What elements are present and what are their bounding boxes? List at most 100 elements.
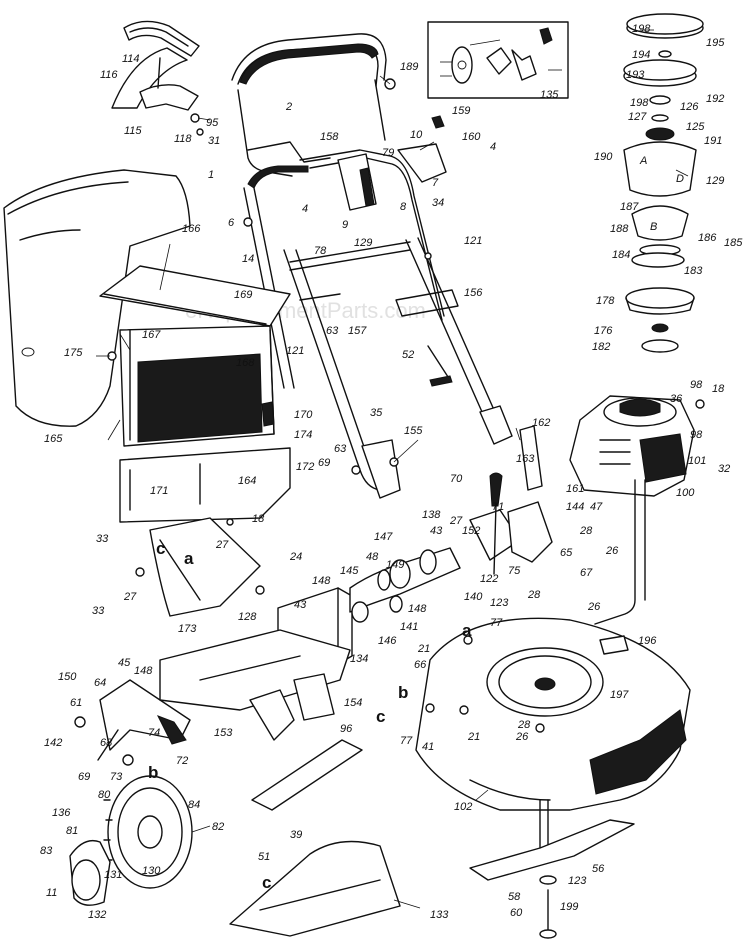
part-label-171: 171 <box>150 485 168 497</box>
part-label-155: 155 <box>404 425 423 437</box>
part-label-36: 36 <box>670 393 683 405</box>
part-label-172: 172 <box>296 461 314 473</box>
part-label-118: 118 <box>174 133 192 145</box>
part-label-98: 98 <box>690 379 703 391</box>
part-label-58: 58 <box>508 891 521 903</box>
part-label-128: 128 <box>238 611 257 623</box>
part-label-168: 168 <box>236 357 255 369</box>
part-label-164: 164 <box>238 475 256 487</box>
part-label-6: 6 <box>228 217 235 229</box>
svg-text:A: A <box>639 155 647 167</box>
part-label-69: 69 <box>78 771 90 783</box>
part-label-178: 178 <box>596 295 615 307</box>
part-label-160: 160 <box>462 131 481 143</box>
part-label-35: 35 <box>370 407 383 419</box>
part-label-26: 26 <box>515 731 529 743</box>
part-label-100: 100 <box>676 487 695 499</box>
part-label-4: 4 <box>490 141 496 153</box>
part-label-34: 34 <box>432 197 444 209</box>
svg-text:D: D <box>676 173 684 185</box>
rear-wheel <box>69 775 193 906</box>
part-label-148: 148 <box>408 603 427 615</box>
part-label-150: 150 <box>58 671 77 683</box>
part-label-101: 101 <box>688 455 706 467</box>
part-label-190: 190 <box>594 151 613 163</box>
part-label-96: 96 <box>340 723 353 735</box>
part-label-123: 123 <box>568 875 587 887</box>
part-label-26: 26 <box>605 545 619 557</box>
part-label-33: 33 <box>92 605 105 617</box>
part-label-191: 191 <box>704 135 722 147</box>
chute-and-skirts <box>159 629 401 937</box>
leader-lines <box>96 29 689 909</box>
part-label-176: 176 <box>594 325 613 337</box>
part-label-116: 116 <box>100 69 118 81</box>
part-label-184: 184 <box>612 249 630 261</box>
part-label-18: 18 <box>712 383 725 395</box>
part-label-170: 170 <box>294 409 313 421</box>
part-label-196: 196 <box>638 635 657 647</box>
part-label-129: 129 <box>354 237 372 249</box>
part-label-187: 187 <box>620 201 639 213</box>
part-label-9: 9 <box>342 219 348 231</box>
part-label-185: 185 <box>724 237 743 249</box>
part-label-148: 148 <box>134 665 153 677</box>
part-label-43: 43 <box>430 525 443 537</box>
part-label-47: 47 <box>590 501 603 513</box>
part-label-186: 186 <box>698 232 717 244</box>
part-label-61: 61 <box>70 697 82 709</box>
part-label-194: 194 <box>632 49 650 61</box>
inset-box-135 <box>427 21 569 99</box>
part-label-33: 33 <box>96 533 109 545</box>
part-label-115: 115 <box>124 125 142 137</box>
part-label-197: 197 <box>610 689 629 701</box>
part-label-122: 122 <box>480 573 498 585</box>
callout-letter-b: b <box>148 763 158 782</box>
part-label-123: 123 <box>490 597 509 609</box>
part-label-60: 60 <box>510 907 523 919</box>
part-label-31: 31 <box>208 135 220 147</box>
part-label-173: 173 <box>178 623 197 635</box>
part-label-133: 133 <box>430 909 449 921</box>
middle-handle <box>243 115 447 389</box>
part-label-140: 140 <box>464 591 483 603</box>
part-label-121: 121 <box>464 235 482 247</box>
part-label-193: 193 <box>626 69 645 81</box>
part-label-66: 66 <box>414 659 427 671</box>
part-label-69: 69 <box>318 457 330 469</box>
part-label-72: 72 <box>176 755 188 767</box>
part-label-131: 131 <box>104 869 122 881</box>
part-label-121: 121 <box>286 345 304 357</box>
part-label-11: 11 <box>46 887 57 899</box>
part-label-74: 74 <box>148 727 160 739</box>
part-label-175: 175 <box>64 347 83 359</box>
part-label-52: 52 <box>402 349 414 361</box>
part-label-48: 48 <box>366 551 379 563</box>
part-label-158: 158 <box>320 131 339 143</box>
part-label-148: 148 <box>312 575 331 587</box>
part-label-68: 68 <box>100 737 113 749</box>
part-label-169: 169 <box>234 289 252 301</box>
part-label-2: 2 <box>285 101 292 113</box>
part-label-189: 189 <box>400 61 418 73</box>
part-label-64: 64 <box>94 677 106 689</box>
part-label-27: 27 <box>215 539 229 551</box>
blade-adapter-stack: A D B <box>623 13 704 353</box>
part-label-21: 21 <box>417 643 430 655</box>
part-label-81: 81 <box>66 825 78 837</box>
engine <box>569 395 695 625</box>
callout-letter-a: a <box>184 549 194 568</box>
part-label-73: 73 <box>110 771 123 783</box>
part-label-26: 26 <box>587 601 601 613</box>
part-label-156: 156 <box>464 287 483 299</box>
part-label-154: 154 <box>344 697 362 709</box>
part-label-130: 130 <box>142 865 161 877</box>
part-label-114: 114 <box>122 53 140 65</box>
part-label-27: 27 <box>449 515 463 527</box>
part-label-138: 138 <box>422 509 441 521</box>
part-label-70: 70 <box>450 473 463 485</box>
part-label-28: 28 <box>517 719 531 731</box>
